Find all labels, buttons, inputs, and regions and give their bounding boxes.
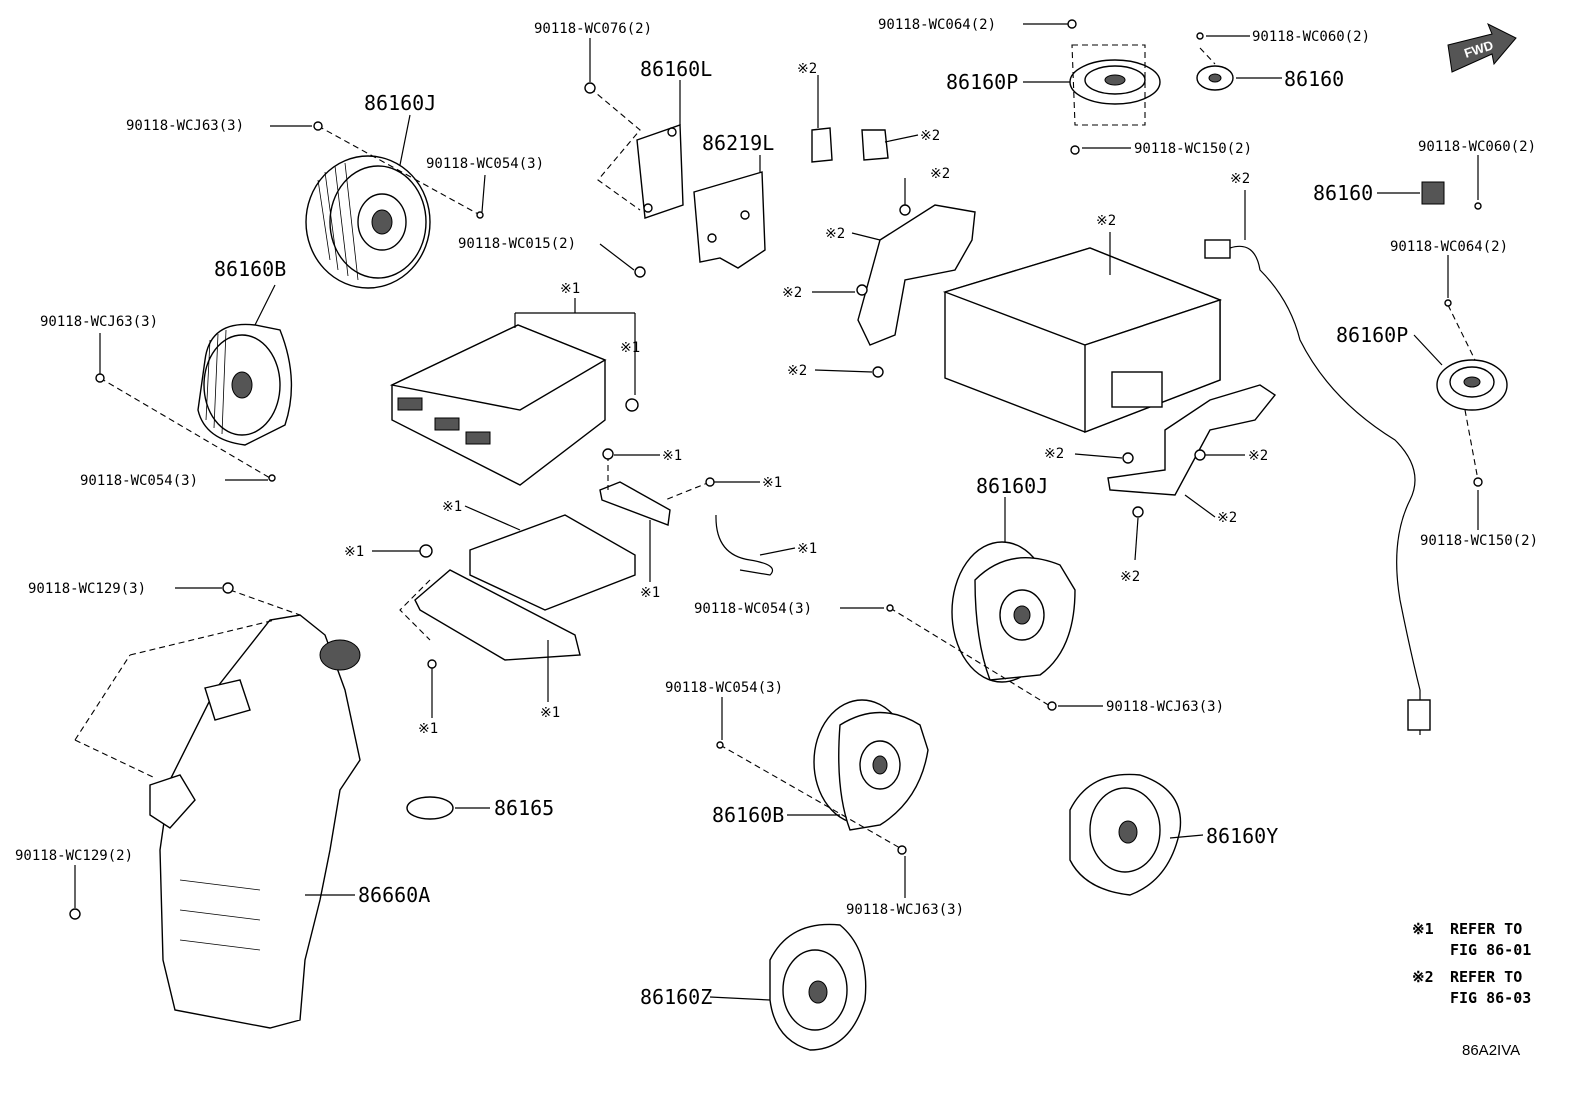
label-90118-wc054-a: 90118-WC054(3) — [426, 156, 544, 172]
svg-text:※1: ※1 — [797, 541, 817, 557]
fasteners — [69, 19, 1483, 920]
label-90118-wc064-b: 90118-WC064(2) — [1390, 239, 1508, 255]
svg-text:※2: ※2 — [1217, 510, 1237, 526]
label-86160l: 86160L — [640, 57, 712, 81]
small-bracket — [599, 481, 671, 526]
label-86219l: 86219L — [702, 131, 774, 155]
svg-text:※1: ※1 — [442, 499, 462, 515]
label-90118-wc015: 90118-WC015(2) — [458, 236, 576, 252]
label-90118-wc129-b: 90118-WC129(2) — [15, 848, 133, 864]
label-90118-wc129-a: 90118-WC129(3) — [28, 581, 146, 597]
svg-text:※2: ※2 — [1230, 171, 1250, 187]
wire-harness — [715, 514, 774, 576]
svg-text:※1: ※1 — [540, 705, 560, 721]
label-86165: 86165 — [494, 796, 554, 820]
label-90118-wc150-a: 90118-WC150(2) — [1134, 141, 1252, 157]
label-90118-wc064-a: 90118-WC064(2) — [878, 17, 996, 33]
ref-marks-2: ※2 ※2 ※2 ※2 ※2 ※2 ※2 ※2 ※2 ※2 ※2 ※2 — [782, 61, 1268, 585]
dashed-guides — [74, 44, 1479, 849]
bracket-86160l — [636, 124, 684, 219]
label-86160z: 86160Z — [640, 985, 712, 1009]
label-86160p-b: 86160P — [1336, 323, 1408, 347]
bracket-lower-right — [1107, 384, 1277, 496]
svg-text:※1: ※1 — [344, 544, 364, 560]
speaker-86160b-center — [813, 699, 929, 831]
svg-text:※2: ※2 — [787, 363, 807, 379]
ref-marks-1: ※1 ※1 ※1 ※1 ※1 ※1 ※1 ※1 ※1 ※1 — [344, 281, 817, 737]
svg-text:※2: ※2 — [1096, 213, 1116, 229]
speaker-86160z — [769, 923, 867, 1051]
label-90118-wc054-c: 90118-WC054(3) — [694, 601, 812, 617]
drawing-code: 86A2IVA — [1462, 1042, 1520, 1059]
label-90118-wc076: 90118-WC076(2) — [534, 21, 652, 37]
label-86160-b: 86160 — [1313, 181, 1373, 205]
note-2-line2: FIG 86-03 — [1450, 989, 1531, 1007]
svg-text:※1: ※1 — [560, 281, 580, 297]
label-90118-wc060-a: 90118-WC060(2) — [1252, 29, 1370, 45]
label-90118-wcj63-d: 90118-WCJ63(3) — [846, 902, 964, 918]
svg-text:※1: ※1 — [662, 448, 682, 464]
reference-notes: ※1 REFER TO FIG 86-01 ※2 REFER TO FIG 86… — [1412, 920, 1531, 1007]
speaker-86160y — [1069, 773, 1182, 896]
label-86660a: 86660A — [358, 883, 430, 907]
svg-text:※2: ※2 — [782, 285, 802, 301]
label-86165-pad — [406, 796, 454, 820]
cover-86660a — [149, 614, 361, 1029]
note-1-line1: REFER TO — [1450, 920, 1522, 938]
tweeter-86160-top — [1196, 65, 1234, 91]
part-labels: 90118-WC076(2) 86160L 86219L 90118-WCJ63… — [15, 17, 1538, 1009]
label-90118-wcj63-c: 90118-WCJ63(3) — [1106, 699, 1224, 715]
svg-text:※2: ※2 — [797, 61, 817, 77]
speaker-86160j-left — [305, 155, 431, 289]
label-90118-wcj63-a: 90118-WCJ63(3) — [126, 118, 244, 134]
svg-text:※2: ※2 — [1120, 569, 1140, 585]
bracket-upper-right — [857, 204, 976, 346]
amplifier-unit — [389, 324, 607, 486]
svg-text:※1: ※1 — [640, 585, 660, 601]
label-90118-wc054-d: 90118-WC054(3) — [665, 680, 783, 696]
control-unit-box — [942, 247, 1223, 434]
label-86160b-b: 86160B — [712, 803, 784, 827]
note-1-line2: FIG 86-01 — [1450, 941, 1531, 959]
note-1-mark: ※1 — [1412, 920, 1434, 938]
leader-lines — [74, 23, 1479, 1001]
label-90118-wc060-b: 90118-WC060(2) — [1418, 139, 1536, 155]
svg-text:※2: ※2 — [1044, 446, 1064, 462]
label-86160b-a: 86160B — [214, 257, 286, 281]
svg-text:※2: ※2 — [920, 128, 940, 144]
note-2-mark: ※2 — [1412, 968, 1434, 986]
label-86160j-b: 86160J — [976, 474, 1048, 498]
label-90118-wc054-b: 90118-WC054(3) — [80, 473, 198, 489]
note-2-line1: REFER TO — [1450, 968, 1522, 986]
svg-text:※1: ※1 — [762, 475, 782, 491]
label-90118-wc150-b: 90118-WC150(2) — [1420, 533, 1538, 549]
fwd-arrow-icon: FWD — [1447, 22, 1517, 73]
svg-text:※2: ※2 — [825, 226, 845, 242]
svg-text:※1: ※1 — [418, 721, 438, 737]
amplifier-bracket — [414, 514, 636, 661]
wire-harness-right — [1204, 239, 1431, 735]
clip-part — [811, 127, 889, 163]
label-86160y: 86160Y — [1206, 824, 1278, 848]
connector-86160-right — [1421, 181, 1445, 205]
speaker-86160p-top — [1069, 59, 1161, 105]
speaker-86160b-left — [197, 323, 293, 446]
label-86160p-a: 86160P — [946, 70, 1018, 94]
bracket-86219l — [693, 171, 766, 269]
speaker-86160p-right — [1436, 359, 1508, 411]
svg-text:※2: ※2 — [1248, 448, 1268, 464]
label-90118-wcj63-b: 90118-WCJ63(3) — [40, 314, 158, 330]
speaker-86160j-center — [951, 541, 1076, 683]
svg-text:※2: ※2 — [930, 166, 950, 182]
svg-text:※1: ※1 — [620, 340, 640, 356]
label-86160j-a: 86160J — [364, 91, 436, 115]
label-86160-a: 86160 — [1284, 67, 1344, 91]
